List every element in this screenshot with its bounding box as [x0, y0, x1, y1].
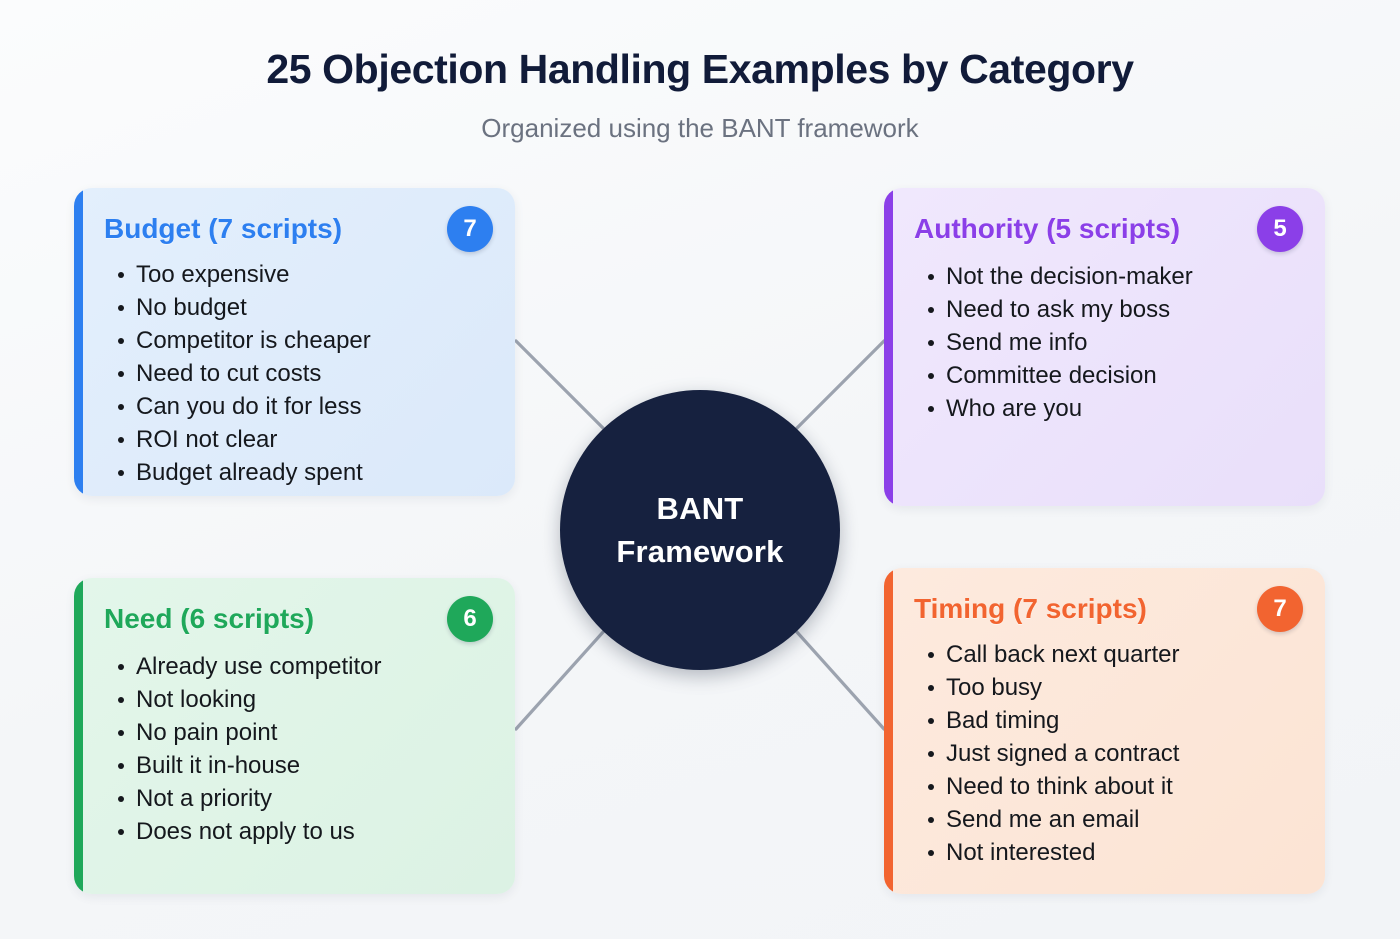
card-accent-bar-authority — [884, 188, 893, 506]
card-list-timing: Call back next quarter Too busy Bad timi… — [914, 638, 1303, 869]
list-item: Budget already spent — [118, 456, 493, 489]
list-item: Need to ask my boss — [928, 293, 1303, 326]
card-header-need: Need (6 scripts) 6 — [104, 596, 493, 642]
list-item: Need to cut costs — [118, 357, 493, 390]
list-item: Not looking — [118, 683, 493, 716]
card-title-need: Need (6 scripts) — [104, 603, 315, 634]
list-item: Not a priority — [118, 782, 493, 815]
page-subtitle: Organized using the BANT framework — [481, 113, 919, 143]
list-item: Competitor is cheaper — [118, 324, 493, 357]
card-list-need: Already use competitor Not looking No pa… — [104, 650, 493, 848]
list-item: Built it in-house — [118, 749, 493, 782]
list-item: Too busy — [928, 671, 1303, 704]
connector-timing — [794, 629, 886, 731]
list-item: No budget — [118, 291, 493, 324]
connector-need — [514, 629, 606, 731]
list-item: Not the decision-maker — [928, 260, 1303, 293]
list-item: Who are you — [928, 392, 1303, 425]
card-accent-bar-timing — [884, 568, 893, 894]
list-item: Not interested — [928, 836, 1303, 869]
card-header-timing: Timing (7 scripts) 7 — [914, 586, 1303, 632]
card-need[interactable]: Need (6 scripts) 6 Already use competito… — [74, 578, 515, 894]
card-title-budget: Budget (7 scripts) — [104, 213, 343, 244]
list-item: Call back next quarter — [928, 638, 1303, 671]
card-header-authority: Authority (5 scripts) 5 — [914, 206, 1303, 252]
card-accent-bar-budget — [74, 188, 83, 496]
connector-authority — [794, 339, 886, 431]
list-item: Send me an email — [928, 803, 1303, 836]
card-authority[interactable]: Authority (5 scripts) 5 Not the decision… — [884, 188, 1325, 506]
card-badge-authority: 5 — [1257, 206, 1303, 252]
card-title-authority: Authority (5 scripts) — [914, 213, 1181, 244]
list-item: ROI not clear — [118, 423, 493, 456]
card-list-budget: Too expensive No budget Competitor is ch… — [104, 258, 493, 489]
card-badge-timing: 7 — [1257, 586, 1303, 632]
list-item: Just signed a contract — [928, 737, 1303, 770]
card-budget[interactable]: Budget (7 scripts) 7 Too expensive No bu… — [74, 188, 515, 496]
list-item: Send me info — [928, 326, 1303, 359]
card-badge-budget: 7 — [447, 206, 493, 252]
page-title: 25 Objection Handling Examples by Catego… — [266, 46, 1134, 92]
card-list-authority: Not the decision-maker Need to ask my bo… — [914, 260, 1303, 425]
list-item: No pain point — [118, 716, 493, 749]
hub-bant-framework[interactable]: BANT Framework — [560, 390, 840, 670]
list-item: Too expensive — [118, 258, 493, 291]
card-title-timing: Timing (7 scripts) — [914, 593, 1147, 624]
hub-title-line-1: BANT — [656, 491, 744, 526]
card-accent-bar-need — [74, 578, 83, 894]
list-item: Bad timing — [928, 704, 1303, 737]
list-item: Can you do it for less — [118, 390, 493, 423]
list-item: Does not apply to us — [118, 815, 493, 848]
hub-title-line-2: Framework — [616, 534, 784, 569]
card-timing[interactable]: Timing (7 scripts) 7 Call back next quar… — [884, 568, 1325, 894]
card-badge-need: 6 — [447, 596, 493, 642]
list-item: Committee decision — [928, 359, 1303, 392]
list-item: Need to think about it — [928, 770, 1303, 803]
connector-budget — [514, 339, 606, 431]
card-header-budget: Budget (7 scripts) 7 — [104, 206, 493, 252]
list-item: Already use competitor — [118, 650, 493, 683]
